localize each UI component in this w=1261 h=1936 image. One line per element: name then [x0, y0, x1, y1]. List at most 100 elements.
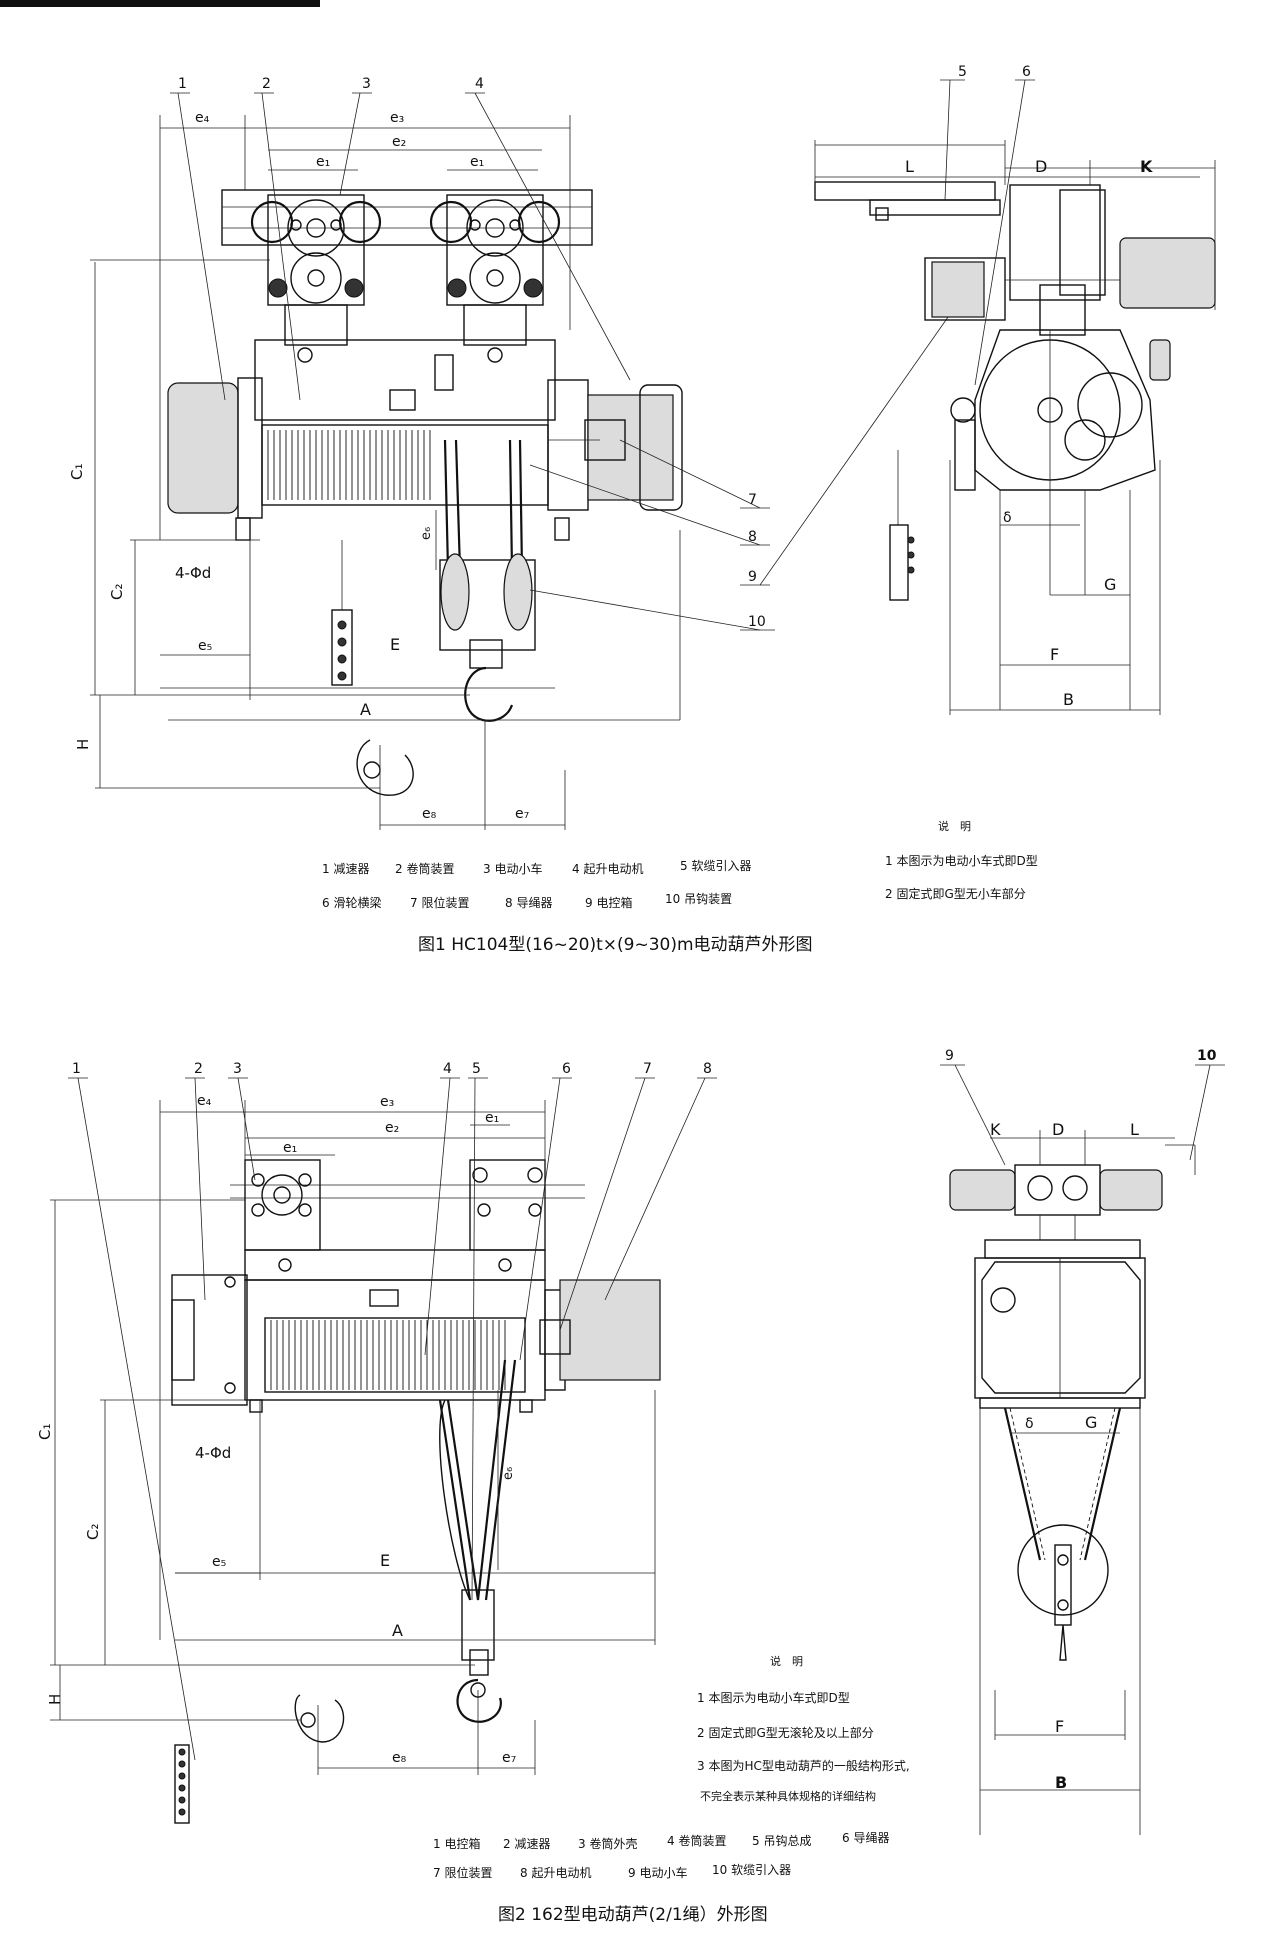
dim-g: G — [1104, 575, 1116, 594]
callout-6: 6 — [562, 1061, 571, 1077]
dim-l: L — [905, 157, 914, 176]
fig1-side-view: L D K δ G F B 5 6 — [814, 64, 1216, 715]
callout-6: 6 — [1022, 64, 1031, 80]
figure-2: e₄ e₃ e₂ e₁ e₁ C₁ C₂ 4-Φd e₆ e₅ E A H e₈… — [36, 1048, 1225, 1925]
dim-c1: C₁ — [68, 464, 86, 481]
dim-k: K — [1140, 157, 1153, 176]
fig1-legend: 1 减速器 2 卷筒装置 3 电动小车 4 起升电动机 5 软缆引入器 6 滑轮… — [322, 859, 751, 910]
notes-title: 说 明 — [770, 1654, 803, 1668]
dim-e3: e₃ — [390, 110, 404, 126]
dim-e3: e₃ — [380, 1094, 394, 1110]
legend-item: 10 吊钩装置 — [665, 892, 732, 906]
legend-item: 4 卷筒装置 — [667, 1833, 726, 1848]
legend-item: 2 卷筒装置 — [395, 861, 454, 876]
fig2-notes: 说 明 1 本图示为电动小车式即D型 2 固定式即G型无滚轮及以上部分 3 本图… — [697, 1654, 910, 1803]
legend-item: 9 电动小车 — [628, 1865, 687, 1880]
dim-e4: e₄ — [195, 110, 210, 126]
legend-item: 9 电控箱 — [585, 895, 632, 910]
fig2-legend: 1 电控箱 2 减速器 3 卷筒外壳 4 卷筒装置 5 吊钩总成 6 导绳器 7… — [433, 1831, 889, 1880]
dim-e8: e₈ — [392, 1750, 407, 1766]
fig2-front-view — [171, 1159, 661, 1824]
dim-c2: C₂ — [84, 1524, 102, 1541]
legend-item: 8 起升电动机 — [520, 1866, 591, 1880]
dim-g: G — [1085, 1413, 1097, 1432]
dim-h: H — [46, 1694, 64, 1705]
dim-a: A — [360, 700, 371, 719]
fig2-pendant — [174, 1744, 190, 1824]
callout-2: 2 — [194, 1061, 203, 1077]
fig1-notes: 说 明 1 本图示为电动小车式即D型 2 固定式即G型无小车部分 — [885, 819, 1038, 901]
fig1-caption: 图1 HC104型(16~20)t×(9~30)m电动葫芦外形图 — [418, 935, 813, 955]
callout-5: 5 — [472, 1061, 481, 1077]
fig2-front-dimensions: e₄ e₃ e₂ e₁ e₁ C₁ C₂ 4-Φd e₆ e₅ E A H e₈… — [36, 1093, 656, 1775]
figure-1: e₄ e₃ e₂ e₁ e₁ C₁ C₂ e₆ 4-Φd e₅ E A H e₈… — [68, 64, 1216, 955]
legend-item: 6 导绳器 — [842, 1831, 889, 1845]
dim-l: L — [1130, 1120, 1139, 1139]
fig1-pendant — [331, 540, 353, 686]
legend-item: 6 滑轮横梁 — [322, 895, 381, 910]
callout-8: 8 — [748, 529, 757, 545]
dim-f: F — [1050, 645, 1059, 664]
fig1-callouts: 1 2 3 4 7 8 9 10 — [170, 76, 961, 631]
dim-f: F — [1055, 1717, 1064, 1736]
dim-e8: e₈ — [422, 806, 437, 822]
legend-item: 4 起升电动机 — [572, 862, 643, 876]
callout-1: 1 — [178, 76, 187, 92]
callout-10: 10 — [1197, 1048, 1217, 1064]
trolley-right — [429, 194, 561, 346]
callout-1: 1 — [72, 1061, 81, 1077]
legend-item: 7 限位装置 — [433, 1865, 492, 1880]
note-line: 1 本图示为电动小车式即D型 — [697, 1690, 850, 1705]
dim-e5: e₅ — [198, 638, 212, 654]
callout-9: 9 — [748, 569, 757, 585]
note-line: 1 本图示为电动小车式即D型 — [885, 853, 1038, 868]
dim-e: E — [380, 1551, 390, 1570]
legend-item: 2 减速器 — [503, 1837, 550, 1851]
legend-item: 8 导绳器 — [505, 896, 552, 910]
legend-item: 5 吊钩总成 — [752, 1834, 811, 1848]
dim-e2: e₂ — [385, 1120, 399, 1136]
callout-7: 7 — [643, 1061, 652, 1077]
dim-e1-right: e₁ — [470, 154, 484, 170]
callout-3: 3 — [362, 76, 371, 92]
legend-item: 1 减速器 — [322, 862, 369, 876]
dim-e6: e₆ — [419, 527, 434, 540]
legend-item: 5 软缆引入器 — [680, 859, 751, 873]
legend-item: 3 卷筒外壳 — [578, 1836, 637, 1851]
dim-b: B — [1063, 690, 1074, 709]
legend-item: 7 限位装置 — [410, 895, 469, 910]
callout-4: 4 — [443, 1061, 452, 1077]
trolley-left — [250, 194, 382, 346]
dim-e: E — [390, 635, 400, 654]
dim-e2: e₂ — [392, 134, 406, 150]
dim-e7: e₇ — [502, 1750, 516, 1766]
fig2-caption: 图2 162型电动葫芦(2/1绳）外形图 — [498, 1905, 768, 1925]
callout-8: 8 — [703, 1061, 712, 1077]
callout-10: 10 — [748, 614, 766, 630]
dim-d: D — [1052, 1120, 1064, 1139]
fig2-side-view: K D L δ G F B 9 10 — [940, 1048, 1225, 1835]
callout-3: 3 — [233, 1061, 242, 1077]
note-line: 不完全表示某种具体规格的详细结构 — [700, 1789, 876, 1803]
callout-2: 2 — [262, 76, 271, 92]
fig1-front-dimensions: e₄ e₃ e₂ e₁ e₁ C₁ C₂ e₆ 4-Φd e₅ E A H e₈… — [68, 110, 681, 830]
dim-e1-right: e₁ — [485, 1110, 499, 1126]
note-line: 3 本图为HC型电动葫芦的一般结构形式, — [697, 1758, 910, 1773]
header-fragment — [0, 0, 320, 7]
dim-c1: C₁ — [36, 1424, 54, 1441]
dim-h: H — [74, 739, 92, 750]
callout-7: 7 — [748, 492, 757, 508]
notes-title: 说 明 — [938, 819, 971, 833]
dim-4-phi-d: 4-Φd — [175, 564, 211, 582]
dim-d: D — [1035, 157, 1047, 176]
dim-k: K — [990, 1120, 1001, 1139]
dim-e1-left: e₁ — [283, 1140, 297, 1156]
legend-item: 1 电控箱 — [433, 1836, 480, 1851]
dim-delta: δ — [1025, 1416, 1034, 1432]
callout-5: 5 — [958, 64, 967, 80]
note-line: 2 固定式即G型无滚轮及以上部分 — [697, 1725, 874, 1740]
legend-item: 3 电动小车 — [483, 861, 542, 876]
dim-e1-left: e₁ — [316, 154, 330, 170]
dim-delta: δ — [1003, 510, 1012, 526]
